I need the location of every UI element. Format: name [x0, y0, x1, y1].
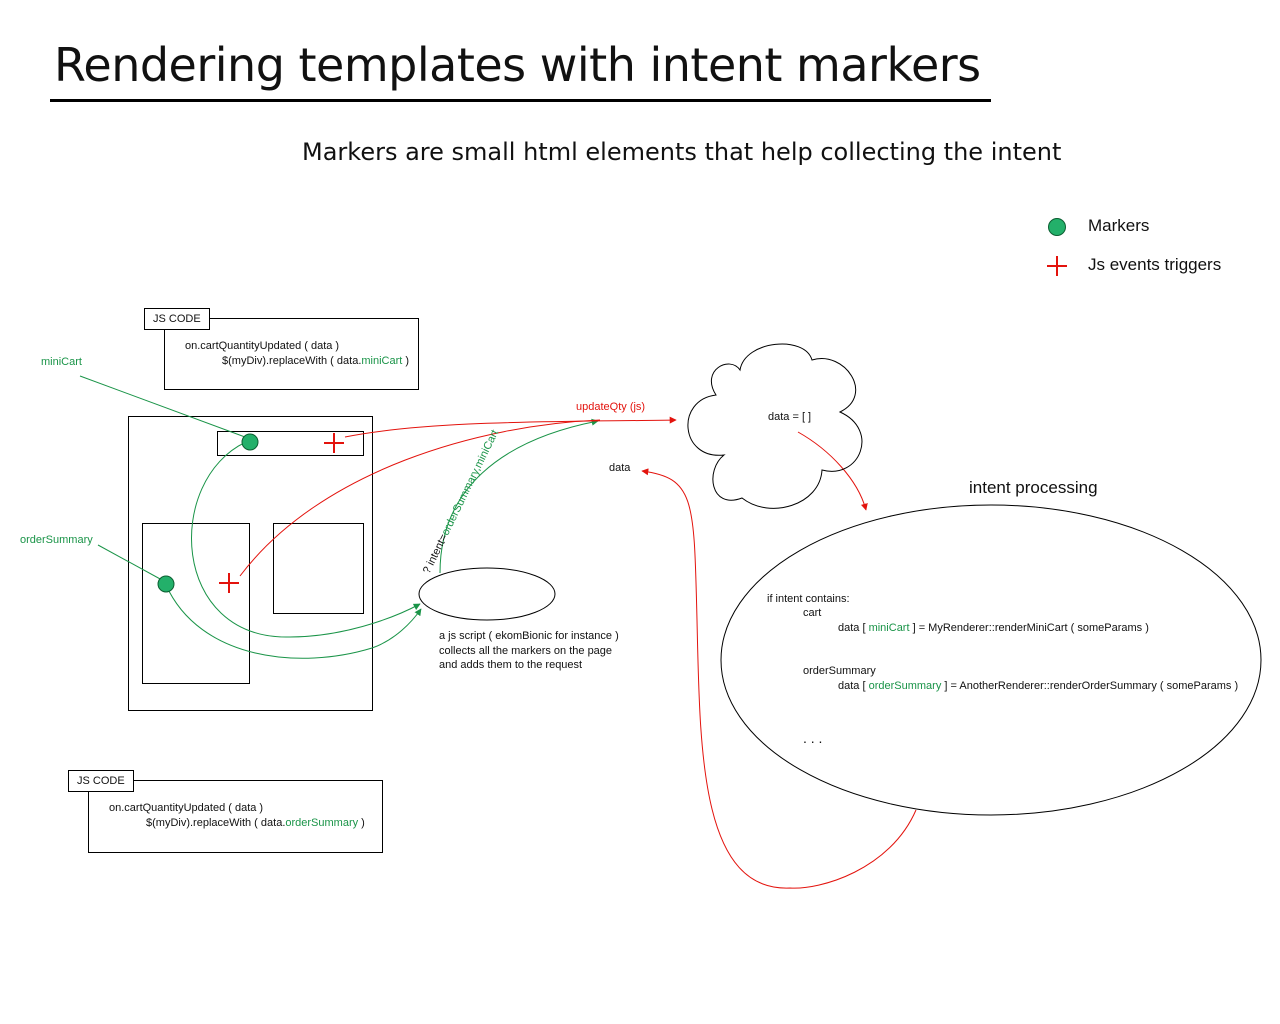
- data-return-label: data: [609, 462, 631, 474]
- js-code-box-top: on.cartQuantityUpdated ( data ) $(myDiv)…: [164, 318, 419, 390]
- order-summary-label: orderSummary: [20, 534, 93, 546]
- mini-cart-pointer: [79, 375, 246, 438]
- response-data-curve: [641, 468, 917, 889]
- js-script-note: a js script ( ekomBionic for instance ) …: [439, 629, 619, 673]
- mini-cart-trigger: [324, 433, 344, 453]
- js-code-bottom-line2: $(myDiv).replaceWith ( data.orderSummary…: [146, 817, 365, 829]
- order-summary-block: [142, 523, 250, 684]
- mini-cart-marker-curve: [191, 441, 421, 638]
- js-code-box-bottom: on.cartQuantityUpdated ( data ) $(myDiv)…: [88, 780, 383, 853]
- cloud-to-processing-curve: [797, 431, 868, 511]
- order-summary-trigger: [219, 573, 239, 593]
- cloud-data-label: data = [ ]: [768, 411, 812, 423]
- intent-request-curve: [439, 418, 599, 574]
- order-summary-marker-curve: [165, 584, 422, 659]
- mini-cart-trigger-curve: [344, 416, 677, 438]
- diagram-subtitle: Markers are small html elements that hel…: [302, 138, 1062, 166]
- js-code-tag-bottom: JS CODE: [68, 770, 134, 792]
- js-code-bottom-key: orderSummary: [285, 817, 359, 829]
- intent-line-order: orderSummary: [803, 665, 876, 677]
- intent-line-order-render: data [ orderSummary ] = AnotherRenderer:…: [838, 680, 1239, 692]
- trigger-legend-icon: [1047, 256, 1067, 276]
- diagram-title: Rendering templates with intent markers: [54, 38, 981, 92]
- server-cloud: [687, 343, 863, 509]
- order-summary-pointer: [97, 544, 163, 581]
- js-script-node: [418, 567, 556, 621]
- title-underline: [50, 99, 991, 102]
- intent-processing-title: intent processing: [969, 478, 1098, 497]
- side-block: [273, 523, 364, 614]
- intent-line-ellipsis: . . .: [803, 730, 823, 746]
- js-code-bottom-line1: on.cartQuantityUpdated ( data ): [109, 802, 264, 814]
- order-summary-trigger-curve: [239, 419, 601, 577]
- mini-cart-marker: [241, 433, 259, 451]
- js-script-note-line: and adds them to the request: [439, 659, 583, 671]
- marker-legend-icon: [1048, 218, 1066, 236]
- legend-markers-label: Markers: [1088, 216, 1150, 235]
- legend-triggers-label: Js events triggers: [1088, 255, 1222, 274]
- js-code-tag-top: JS CODE: [144, 308, 210, 330]
- js-script-note-line: a js script ( ekomBionic for instance ): [439, 630, 619, 642]
- intent-order-key: orderSummary: [868, 680, 942, 692]
- intent-line-cart: cart: [803, 607, 822, 619]
- js-code-top-line1: on.cartQuantityUpdated ( data ): [185, 340, 340, 352]
- intent-processing-node: [720, 504, 1262, 816]
- mini-cart-label: miniCart: [41, 356, 82, 368]
- js-script-note-line: collects all the markers on the page: [439, 644, 613, 657]
- intent-line-if: if intent contains:: [767, 593, 850, 605]
- intent-cart-key: miniCart: [868, 622, 910, 634]
- order-summary-marker: [157, 575, 175, 593]
- intent-line-cart-render: data [ miniCart ] = MyRenderer::renderMi…: [838, 622, 1149, 634]
- update-qty-label: updateQty (js): [576, 401, 646, 413]
- js-code-top-line2: $(myDiv).replaceWith ( data.miniCart ): [222, 355, 410, 367]
- js-code-top-key: miniCart: [361, 355, 403, 367]
